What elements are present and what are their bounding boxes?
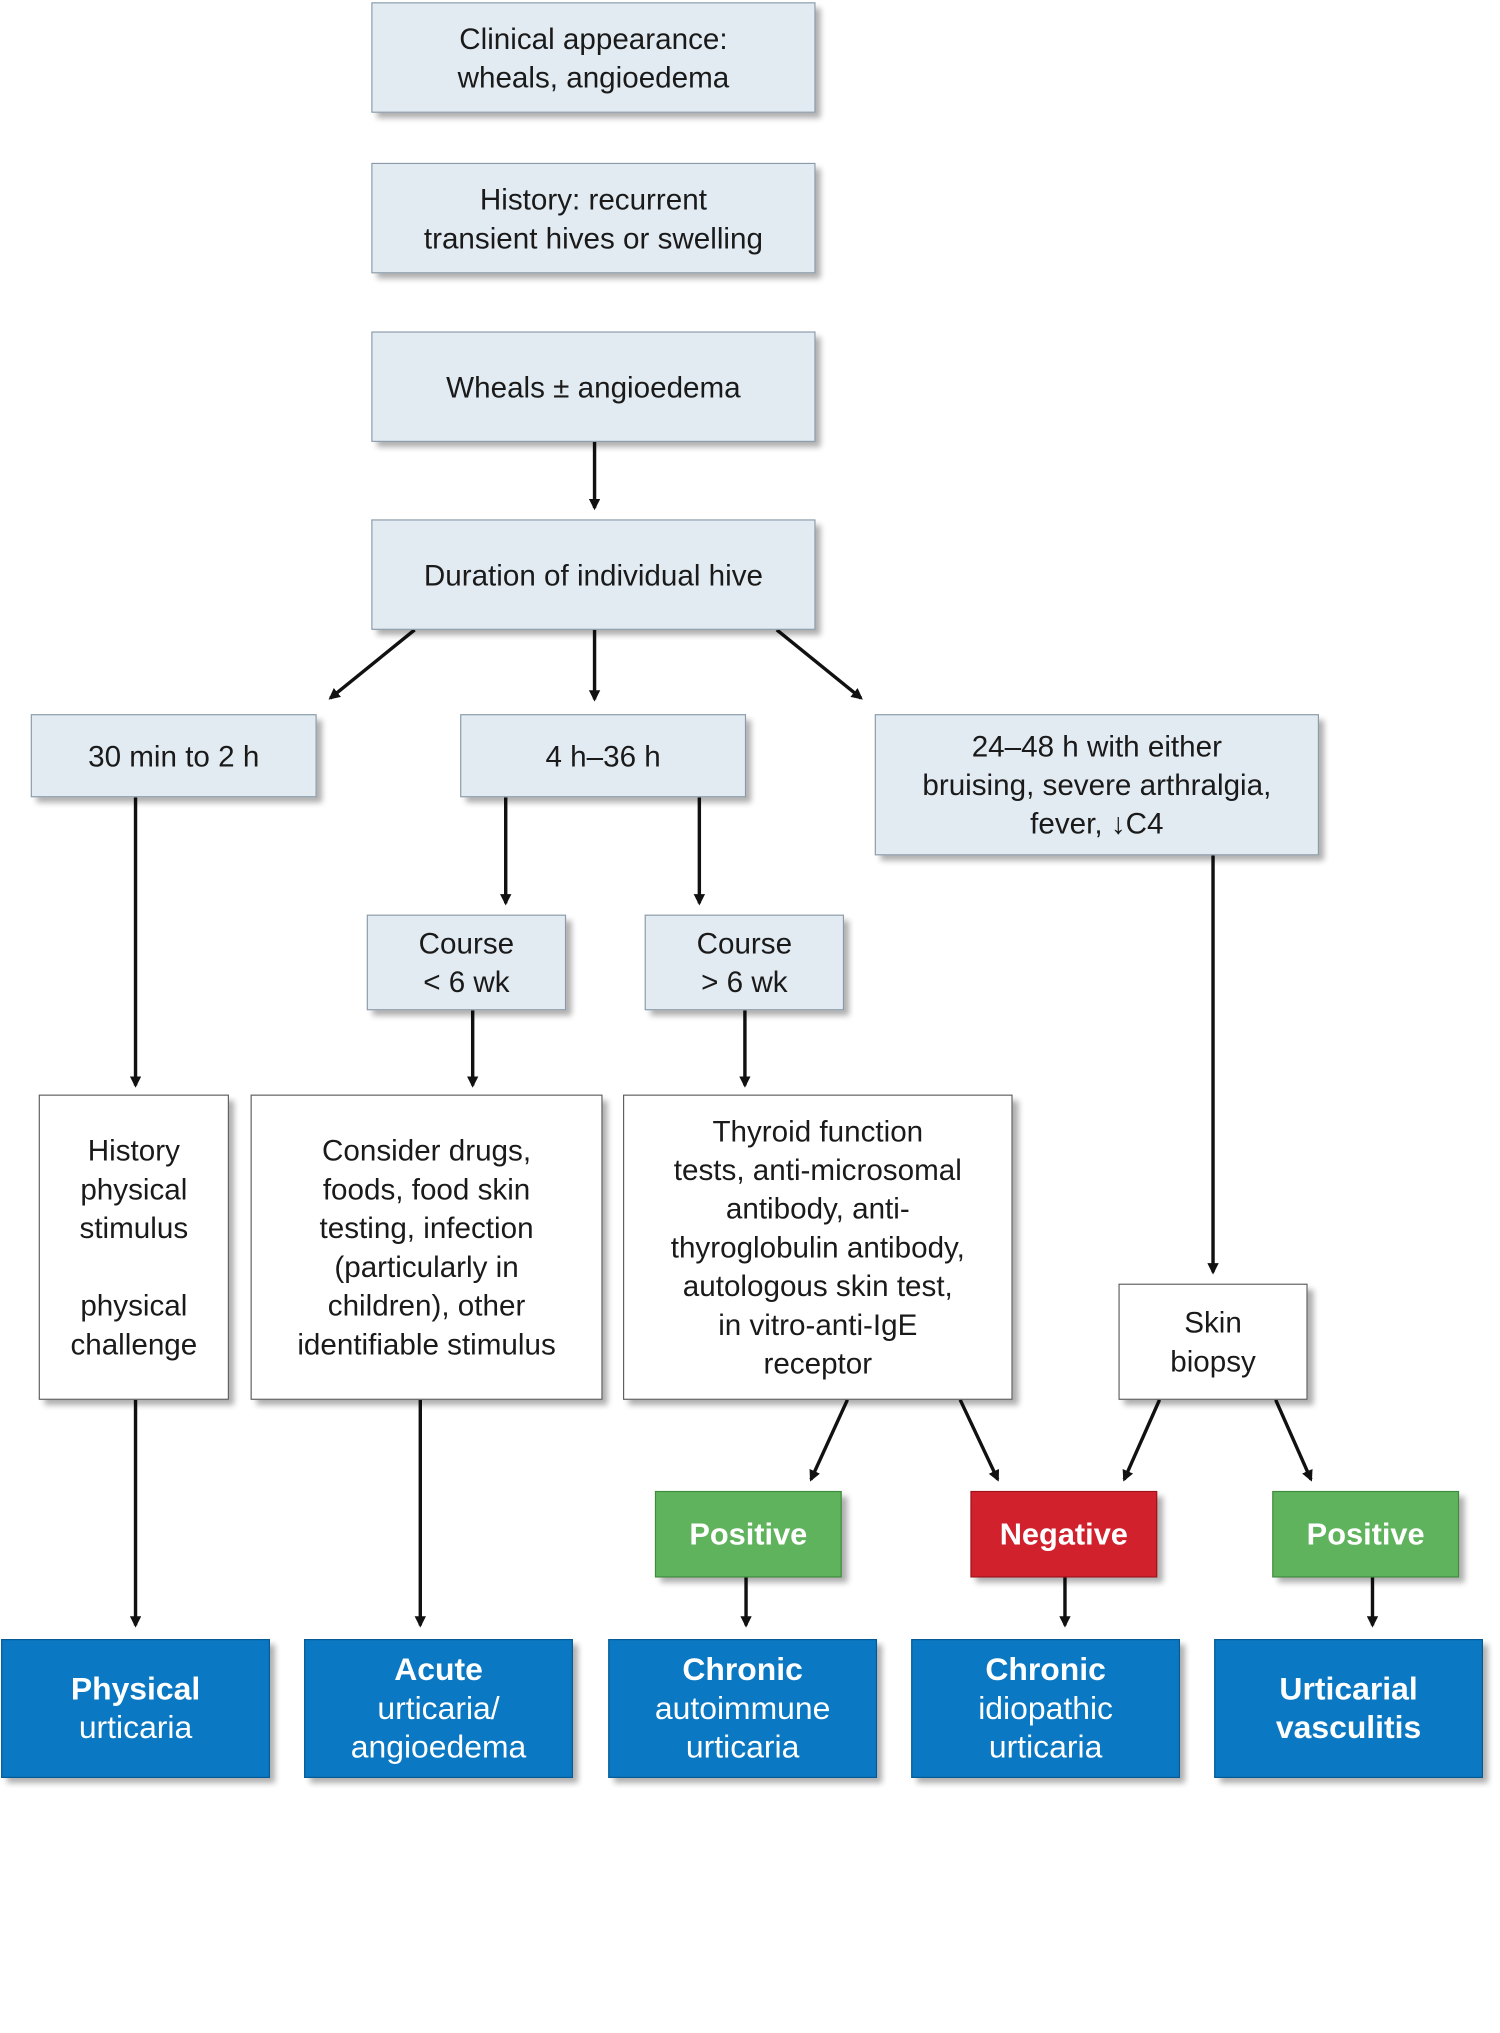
- clinical-appearance-text: Clinical appearance: wheals, angioedema: [457, 21, 730, 94]
- duration-text: Duration of individual hive: [423, 557, 763, 592]
- course-short-text: Course < 6 wk: [418, 926, 515, 999]
- outcome-title: Urticarial vasculitis: [1275, 1670, 1422, 1745]
- course-short-box: Course < 6 wk: [366, 914, 567, 1011]
- outcome-title: Physical: [70, 1670, 201, 1707]
- arrow-biopsy-to-positive: [1274, 1399, 1313, 1482]
- outcome-title: Chronic: [985, 1651, 1106, 1687]
- thyroid-tests-box: Thyroid function tests, anti-microsomal …: [623, 1094, 1013, 1400]
- duration-medium-box: 4 h–36 h: [460, 714, 747, 798]
- history-box: History: recurrent transient hives or sw…: [371, 162, 816, 274]
- outcome-chronic-idiopathic: Chronic idiopathic urticaria: [911, 1639, 1181, 1778]
- duration-long-box: 24–48 h with either bruising, severe art…: [874, 714, 1319, 856]
- outcome-subtitle: urticaria/ angioedema: [350, 1690, 527, 1765]
- outcome-subtitle: urticaria: [78, 1709, 193, 1745]
- positive-label: Positive: [689, 1517, 808, 1552]
- outcome-title: Chronic: [682, 1651, 803, 1687]
- wheals-text: Wheals ± angioedema: [446, 369, 741, 404]
- course-long-text: Course > 6 wk: [696, 926, 793, 999]
- outcome-acute-urticaria: Acute urticaria/ angioedema: [304, 1639, 573, 1778]
- outcome-urticarial-vasculitis: Urticarial vasculitis: [1214, 1639, 1483, 1778]
- history-physical-text: History physical stimulus physical chall…: [70, 1133, 198, 1362]
- arrow-duration-to-short: [328, 628, 416, 700]
- duration-short-box: 30 min to 2 h: [30, 714, 317, 798]
- connector-arrows: [129, 441, 1379, 1628]
- wheals-box: Wheals ± angioedema: [371, 331, 816, 442]
- consider-drugs-box: Consider drugs, foods, food skin testing…: [250, 1094, 603, 1400]
- positive-label: Positive: [1306, 1517, 1425, 1552]
- arrow-thyroid-to-negative: [958, 1399, 1000, 1482]
- duration-medium-text: 4 h–36 h: [545, 738, 661, 773]
- course-long-box: Course > 6 wk: [644, 914, 844, 1011]
- thyroid-tests-text: Thyroid function tests, anti-microsomal …: [670, 1113, 965, 1381]
- arrow-thyroid-to-positive: [809, 1399, 849, 1482]
- outcome-physical-urticaria: Physical urticaria: [1, 1639, 270, 1778]
- arrow-duration-to-long: [775, 628, 863, 700]
- duration-box: Duration of individual hive: [371, 519, 816, 630]
- outcome-chronic-autoimmune: Chronic autoimmune urticaria: [608, 1639, 878, 1778]
- history-physical-box: History physical stimulus physical chall…: [38, 1094, 229, 1400]
- outcome-subtitle: idiopathic urticaria: [978, 1690, 1113, 1765]
- outcome-subtitle: autoimmune urticaria: [654, 1690, 831, 1765]
- skin-biopsy-box: Skin biopsy: [1118, 1283, 1308, 1400]
- duration-short-text: 30 min to 2 h: [88, 738, 260, 773]
- consider-drugs-text: Consider drugs, foods, food skin testing…: [297, 1133, 556, 1362]
- positive-badge-autoimmune: Positive: [654, 1490, 842, 1578]
- clinical-appearance-box: Clinical appearance: wheals, angioedema: [371, 2, 816, 113]
- history-text: History: recurrent transient hives or sw…: [423, 181, 763, 255]
- positive-badge-vasculitis: Positive: [1272, 1490, 1460, 1578]
- outcome-title: Acute: [394, 1651, 483, 1687]
- duration-long-text: 24–48 h with either bruising, severe art…: [922, 728, 1272, 841]
- arrow-biopsy-to-negative: [1122, 1399, 1162, 1482]
- negative-label: Negative: [999, 1517, 1128, 1552]
- negative-badge: Negative: [970, 1490, 1158, 1578]
- skin-biopsy-text: Skin biopsy: [1170, 1305, 1256, 1379]
